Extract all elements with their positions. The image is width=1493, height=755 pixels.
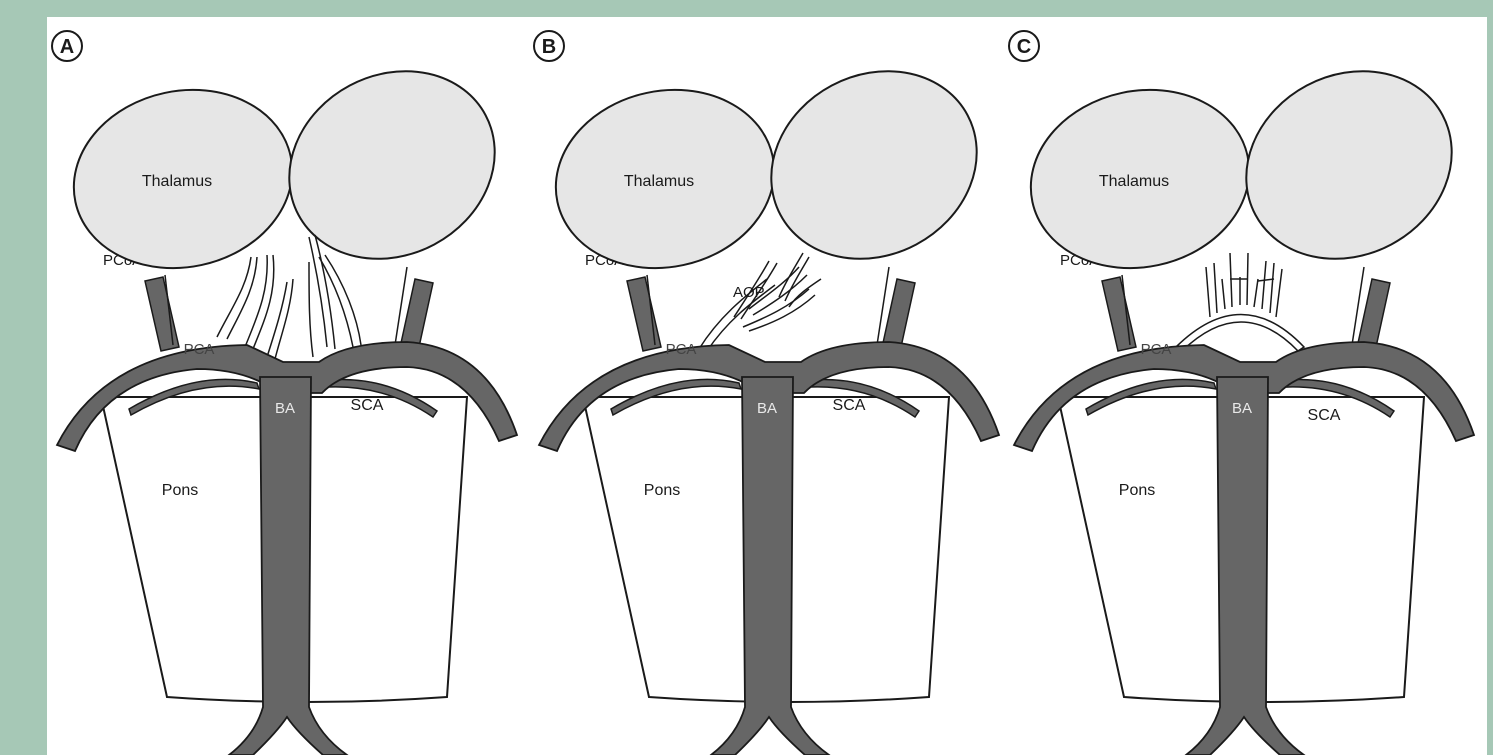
figure-sheet: A Pons PCoA Thalamus: [47, 17, 1487, 755]
panel-c-pons-label: Pons: [1119, 482, 1155, 499]
panel-c-perforators: [1206, 253, 1282, 317]
panel-a-perforators: [217, 235, 361, 359]
panel-c: C Pons PCoA Thalamus: [1009, 31, 1485, 755]
panel-b-pcoa-left: [627, 277, 661, 351]
panel-b-pca-label: PCA: [666, 341, 697, 358]
panel-b-pcoa-right: [883, 279, 915, 347]
panel-b-sca-label: SCA: [833, 397, 866, 414]
panel-c-pcoa-left: [1102, 277, 1136, 351]
panel-c-pcoa-right: [1358, 279, 1390, 347]
panel-b-thalamus-label: Thalamus: [624, 173, 694, 190]
panel-c-thalamus-right: [1213, 36, 1485, 294]
panel-c-thalamus-label: Thalamus: [1099, 173, 1169, 190]
panel-c-letter: C: [1017, 36, 1031, 58]
panel-b-ba-label: BA: [757, 400, 777, 417]
panel-b-aop-branches: [699, 253, 821, 351]
panel-a-pcoa-left: [145, 277, 179, 351]
panel-a-pons-label: Pons: [162, 482, 198, 499]
panel-b-thalamus-right: [738, 36, 1010, 294]
panel-c-ba-label: BA: [1232, 400, 1252, 417]
panel-b-pons-label: Pons: [644, 482, 680, 499]
panel-b-aop-label: AOP: [733, 284, 765, 301]
panel-a-thalamus-right: [256, 36, 528, 294]
panel-c-letter-badge: C: [1009, 31, 1039, 61]
panel-a-ba-label: BA: [275, 400, 295, 417]
vascular-diagram: A Pons PCoA Thalamus: [47, 17, 1487, 755]
panel-c-sca-label: SCA: [1308, 407, 1341, 424]
panel-a: A Pons PCoA Thalamus: [52, 31, 528, 755]
panel-a-letter: A: [60, 36, 74, 58]
panel-a-thalamus-label: Thalamus: [142, 173, 212, 190]
panel-b: B Pons PCoA Thalamus: [534, 31, 1010, 755]
panel-a-pca-label: PCA: [184, 341, 215, 358]
panel-b-letter: B: [542, 36, 556, 58]
panel-a-sca-label: SCA: [351, 397, 384, 414]
panel-a-pcoa-right: [401, 279, 433, 347]
panel-b-letter-badge: B: [534, 31, 564, 61]
panel-c-pca-label: PCA: [1141, 341, 1172, 358]
panel-a-letter-badge: A: [52, 31, 82, 61]
